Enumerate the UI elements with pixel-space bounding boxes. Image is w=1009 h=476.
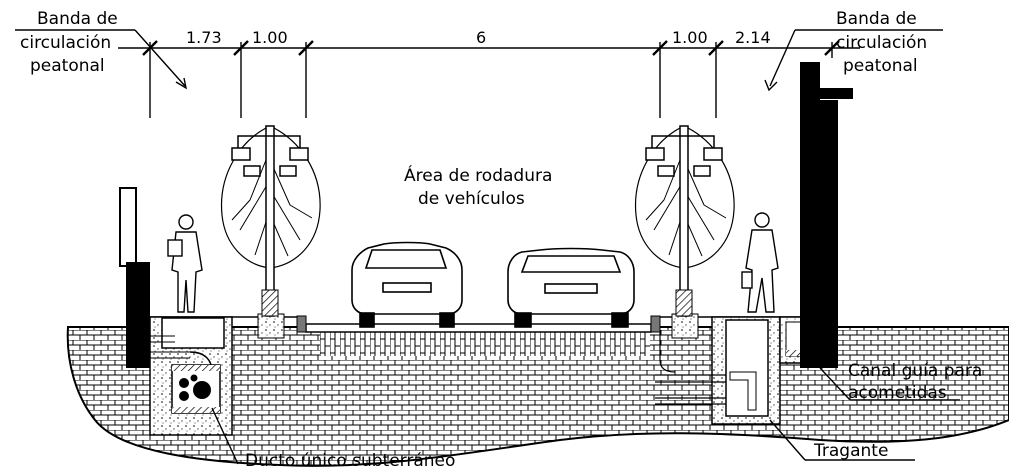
svg-text:Banda de: Banda de: [37, 9, 118, 29]
dim-5: 2.14: [735, 28, 771, 47]
right-tree-pit: [671, 313, 699, 339]
curb-left: [296, 315, 307, 333]
ducto-unico: [171, 364, 221, 414]
tree-left: [220, 125, 321, 317]
right-building-wall: [800, 62, 853, 368]
dim-1: 1.73: [186, 28, 222, 47]
dimension-line: [118, 40, 860, 118]
sidewalk-right-label: Banda de circulación peatonal: [836, 9, 927, 76]
tragante-structure: [655, 316, 781, 425]
svg-text:peatonal: peatonal: [843, 56, 918, 76]
dim-3: 6: [476, 28, 486, 47]
svg-text:Área de rodadura: Área de rodadura: [404, 164, 552, 186]
leader-lines: [15, 29, 960, 465]
car-left: [351, 241, 463, 328]
car-right: [507, 247, 635, 328]
ducto-label: Ducto único subterráneo: [245, 451, 455, 471]
pedestrian-left: [167, 214, 203, 313]
pedestrian-right: [741, 212, 779, 313]
svg-text:peatonal: peatonal: [30, 56, 105, 76]
canal-label: Canal guía para acometidas: [848, 361, 982, 403]
dim-2: 1.00: [252, 28, 288, 47]
tragante-label: Tragante: [813, 441, 888, 461]
sidewalk-left-label: Banda de circulación peatonal: [20, 9, 118, 76]
tree-right: [634, 125, 735, 317]
roadway-label: Área de rodadura de vehículos: [404, 164, 552, 209]
svg-text:de vehículos: de vehículos: [418, 189, 525, 209]
svg-text:Canal guía para: Canal guía para: [848, 361, 982, 381]
svg-text:circulación: circulación: [836, 33, 927, 53]
left-tree-pit: [257, 313, 285, 339]
svg-text:Banda de: Banda de: [836, 9, 917, 29]
dim-4: 1.00: [672, 28, 708, 47]
curb-right: [650, 315, 661, 333]
left-wall: [119, 187, 150, 368]
svg-text:circulación: circulación: [20, 33, 111, 53]
svg-text:acometidas: acometidas: [848, 383, 947, 403]
